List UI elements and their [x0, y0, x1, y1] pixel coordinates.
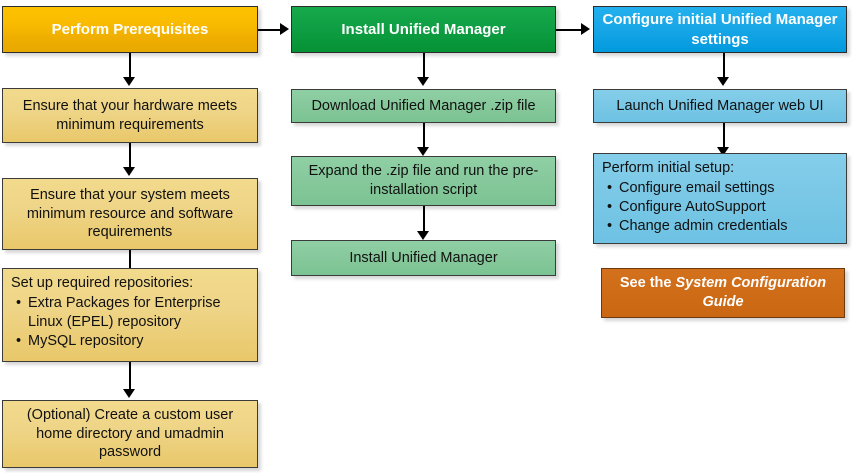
column-header-configure-initial-settings[interactable]: Configure initial Unified Manager settin…: [593, 6, 847, 53]
connector-line-c3-n1-to-n2: [723, 123, 725, 149]
node-initial-setup[interactable]: Perform initial setup: Configure email s…: [593, 153, 847, 244]
column-header-label: Install Unified Manager: [341, 20, 506, 38]
node-required-repositories[interactable]: Set up required repositories: Extra Pack…: [2, 268, 258, 362]
node-install-unified-manager[interactable]: Install Unified Manager: [291, 240, 556, 276]
node-list: Configure email settings Configure AutoS…: [602, 179, 840, 236]
callout-text: See the System Configuration Guide: [610, 274, 836, 311]
connector-arrow-col1-to-col2: [280, 23, 289, 35]
connector-line-c2-n1-to-n2: [423, 123, 425, 149]
node-see-system-configuration-guide[interactable]: See the System Configuration Guide: [601, 268, 845, 318]
connector-arrow-c2-n1-to-n2: [417, 147, 429, 156]
connector-line-c1-n3-to-n4: [129, 362, 131, 391]
node-list-title: Perform initial setup:: [602, 160, 735, 176]
node-system-requirements[interactable]: Ensure that your system meets minimum re…: [2, 178, 258, 250]
list-item: Extra Packages for Enterprise Linux (EPE…: [16, 294, 251, 332]
callout-guide-title: System Configuration Guide: [675, 275, 827, 310]
column-header-install-unified-manager[interactable]: Install Unified Manager: [291, 6, 556, 53]
list-item: MySQL repository: [16, 332, 251, 351]
callout-prefix: See the: [619, 275, 676, 292]
node-label: Download Unified Manager .zip file: [311, 97, 536, 114]
connector-arrow-c1-n3-to-n4: [123, 389, 135, 398]
connector-arrow-c2-h-to-n1: [417, 77, 429, 86]
connector-arrow-c1-n1-to-n2: [123, 167, 135, 176]
node-label: Expand the .zip file and run the pre-ins…: [308, 163, 539, 198]
list-item: Configure email settings: [607, 179, 840, 198]
connector-arrow-c2-n2-to-n3: [417, 231, 429, 240]
connector-line-col1-to-col2: [258, 29, 282, 31]
connector-line-c1-n2-to-n3: [129, 250, 131, 276]
connector-line-c1-h-to-n1: [129, 53, 131, 79]
connector-arrow-c3-h-to-n1: [717, 77, 729, 86]
connector-line-c3-h-to-n1: [723, 53, 725, 79]
node-label: Ensure that your system meets minimum re…: [26, 187, 234, 241]
connector-arrow-col2-to-col3: [581, 23, 590, 35]
connector-line-c2-h-to-n1: [423, 53, 425, 79]
connector-arrow-c3-n1-to-n2: [717, 147, 729, 156]
node-label: (Optional) Create a custom user home dir…: [26, 407, 234, 461]
list-item: Configure AutoSupport: [607, 198, 840, 217]
column-header-perform-prerequisites[interactable]: Perform Prerequisites: [2, 6, 258, 53]
node-hardware-requirements[interactable]: Ensure that your hardware meets minimum …: [2, 88, 258, 143]
node-list: Extra Packages for Enterprise Linux (EPE…: [11, 294, 251, 351]
node-label: Launch Unified Manager web UI: [616, 97, 824, 114]
node-label: Install Unified Manager: [349, 249, 498, 266]
node-label: Ensure that your hardware meets minimum …: [22, 97, 238, 133]
node-launch-web-ui[interactable]: Launch Unified Manager web UI: [593, 89, 847, 123]
column-header-label: Configure initial Unified Manager settin…: [602, 11, 838, 48]
connector-arrow-c1-h-to-n1: [123, 77, 135, 86]
column-header-label: Perform Prerequisites: [51, 20, 209, 38]
node-expand-zip[interactable]: Expand the .zip file and run the pre-ins…: [291, 156, 556, 206]
connector-line-c1-n1-to-n2: [129, 143, 131, 169]
node-optional-custom-user[interactable]: (Optional) Create a custom user home dir…: [2, 400, 258, 468]
list-item: Change admin credentials: [607, 217, 840, 236]
node-download-zip[interactable]: Download Unified Manager .zip file: [291, 89, 556, 123]
connector-line-c2-n2-to-n3: [423, 206, 425, 233]
node-list-title: Set up required repositories:: [11, 275, 194, 291]
connector-line-col2-to-col3: [556, 29, 583, 31]
